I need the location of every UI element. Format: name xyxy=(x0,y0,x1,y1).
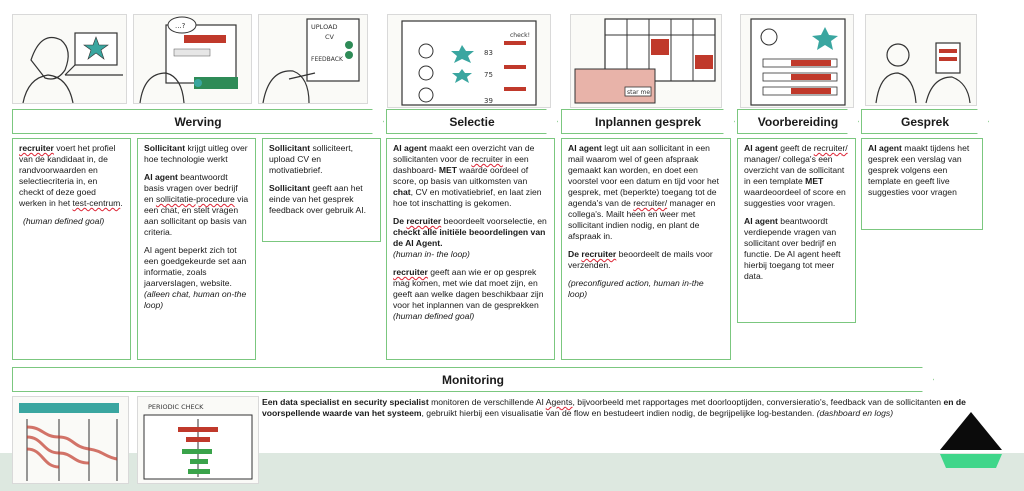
ai-agent-term: AI agent xyxy=(744,143,778,153)
card-text: beoordeelt voorselectie, en xyxy=(441,216,547,226)
monitoring-note: (dashboard en logs) xyxy=(816,408,894,419)
card-text: krijgt uitleg over hoe technologie werkt xyxy=(144,143,248,164)
met-term: MET xyxy=(438,165,458,175)
sketch-score-75: 75 xyxy=(484,71,493,79)
card-note: (preconfigured action, human in-the loop… xyxy=(568,278,704,299)
card-werving-chat: Sollicitant krijgt uitleg over hoe techn… xyxy=(137,138,256,360)
card-text: beoordeelt de mails voor verzenden. xyxy=(568,249,713,270)
stage-selectie-label: Selectie xyxy=(449,114,495,129)
monitoring-text: monitoren de verschillende AI xyxy=(428,397,546,407)
ai-agent-term: AI agent xyxy=(744,216,778,226)
sketch-feedback-label: FEEDBACK xyxy=(311,56,344,63)
recruiter-term: recruiter xyxy=(19,143,54,153)
procedure-term: sollicitatie-procedure xyxy=(155,194,235,204)
recruiter-term: recruiter xyxy=(393,267,428,277)
specialists-term: Een data specialist en security speciali… xyxy=(262,397,429,407)
card-note: (human defined goal) xyxy=(393,311,475,321)
recruiter-term: recruiter/ xyxy=(633,198,668,208)
sketch-star-me: star me xyxy=(627,89,650,96)
card-text: beantwoordt basis vragen over bedrijf en xyxy=(144,172,238,204)
ai-agent-term: AI agent xyxy=(868,143,902,153)
sketch-cv-label: CV xyxy=(325,33,335,41)
sketch-score-83: 83 xyxy=(484,49,493,57)
card-text: . xyxy=(120,198,123,208)
card-text: AI agent beperkt zich tot een goedgekeur… xyxy=(144,245,247,288)
svg-text:...?: ...? xyxy=(175,22,186,30)
stage-voorbereiding: Voorbereiding xyxy=(737,109,859,134)
recruiter-term: recruiter xyxy=(471,154,503,164)
card-text: manager en collega's. Mailt heen en weer… xyxy=(568,198,716,241)
card-text: waarde oordeel of score, op basis van ui… xyxy=(393,165,529,186)
predictive-value-term: en de voorspellende waarde van het syste… xyxy=(262,397,966,419)
sketch-periodic-check-label: PERIODIC CHECK xyxy=(148,403,204,411)
sketch-check-label: check! xyxy=(510,32,530,39)
card-note: (human defined goal) xyxy=(23,216,105,226)
sketch-chat-bot: ...? xyxy=(133,14,252,104)
card-text: De xyxy=(393,216,407,226)
ai-agent-term: AI agent xyxy=(568,143,602,153)
card-text: voert het profiel van de kandidaat in, d… xyxy=(19,143,116,208)
card-note: (alleen chat, human on-the loop) xyxy=(144,289,247,310)
card-inplannen: AI agent legt uit aan sollicitant in een… xyxy=(561,138,731,360)
stage-inplannen-gesprek: Inplannen gesprek xyxy=(561,109,735,134)
recruiter-term: recruiter xyxy=(581,249,617,259)
card-text: geeft de xyxy=(777,143,814,153)
card-text: via een chat, en stelt vragen aan sollic… xyxy=(144,194,249,237)
recruiter-term: recruiter/ xyxy=(813,143,848,153)
sketch-periodic-check: PERIODIC CHECK xyxy=(137,396,259,484)
card-werving-recruiter: recruiter voert het profiel van de kandi… xyxy=(12,138,131,360)
ai-agent-term: AI agent xyxy=(393,143,427,153)
card-text: legt uit aan sollicitant in een mail waa… xyxy=(568,143,719,208)
agents-term: Agents xyxy=(545,397,573,407)
monitoring-description: Een data specialist en security speciali… xyxy=(262,397,1012,419)
sketch-flow-visualisation xyxy=(12,396,129,484)
stage-gesprek: Gesprek xyxy=(861,109,989,134)
chat-term: chat xyxy=(393,187,411,197)
stage-werving: Werving xyxy=(12,109,384,134)
sketch-score-39: 39 xyxy=(484,97,493,105)
stage-selectie: Selectie xyxy=(386,109,558,134)
checkt-term: checkt alle initiële beoordelingen van d… xyxy=(393,227,546,248)
testcentrum-term: test-centrum xyxy=(72,198,121,208)
ai-agent-term: AI agent xyxy=(144,172,178,182)
card-werving-sollicitant: Sollicitant solliciteert, upload CV en m… xyxy=(262,138,381,242)
card-text: waardeoordeel of score en suggesties voo… xyxy=(744,187,846,208)
sketch-template xyxy=(740,14,854,108)
card-text: geeft aan het einde van het gesprek feed… xyxy=(269,183,366,215)
card-text: in een dashboard- xyxy=(393,154,529,175)
card-text: De xyxy=(568,249,582,259)
stage-gesprek-label: Gesprek xyxy=(900,114,950,129)
stage-inplannen-label: Inplannen gesprek xyxy=(594,114,702,129)
card-selectie: AI agent maakt een overzicht van de soll… xyxy=(386,138,555,360)
card-text: beantwoordt verdiepende vragen van solli… xyxy=(744,216,841,281)
sollicitant-term: Sollicitant xyxy=(269,183,311,193)
sketch-upload-label: UPLOAD xyxy=(311,23,338,31)
sketch-recruiter-laptop xyxy=(12,14,127,104)
stage-monitoring-label: Monitoring xyxy=(442,372,504,387)
card-text: solliciteert, upload CV en motivatiebrie… xyxy=(269,143,354,175)
stage-monitoring: Monitoring xyxy=(12,367,934,392)
brand-logo xyxy=(936,410,1006,472)
met-term: MET xyxy=(805,176,824,186)
monitoring-text: , bijvoorbeeld met rapportages met doorl… xyxy=(572,397,944,407)
card-gesprek: AI agent maakt tijdens het gesprek een v… xyxy=(861,138,983,230)
card-text: , CV en motivatiebrief, en laat zien hoe… xyxy=(393,187,542,208)
card-text: maakt tijdens het gesprek een verslag va… xyxy=(868,143,970,197)
sketch-calendar: star me xyxy=(570,14,722,108)
recruiter-term: recruiter xyxy=(406,216,442,226)
stage-werving-label: Werving xyxy=(174,114,222,129)
sollicitant-term: Sollicitant xyxy=(269,143,311,153)
sollicitant-term: Sollicitant xyxy=(144,143,186,153)
sketch-upload-cv: UPLOAD CV FEEDBACK xyxy=(258,14,368,104)
sketch-interview xyxy=(865,14,977,106)
card-note: (human in- the loop) xyxy=(393,249,470,259)
monitoring-text: , gebruikt hierbij een visualisatie van … xyxy=(421,408,817,419)
stage-voorbereiding-label: Voorbereiding xyxy=(757,114,839,129)
card-voorbereiding: AI agent geeft de recruiter/ manager/ co… xyxy=(737,138,856,323)
card-text: geeft aan wie er op gesprek mag komen, m… xyxy=(393,267,544,310)
sketch-dashboard: 83 75 39 check! xyxy=(387,14,551,108)
card-text: maakt een overzicht van de sollicitanten… xyxy=(393,143,535,164)
card-text: manager/ collega's een overzicht van de … xyxy=(744,154,845,186)
